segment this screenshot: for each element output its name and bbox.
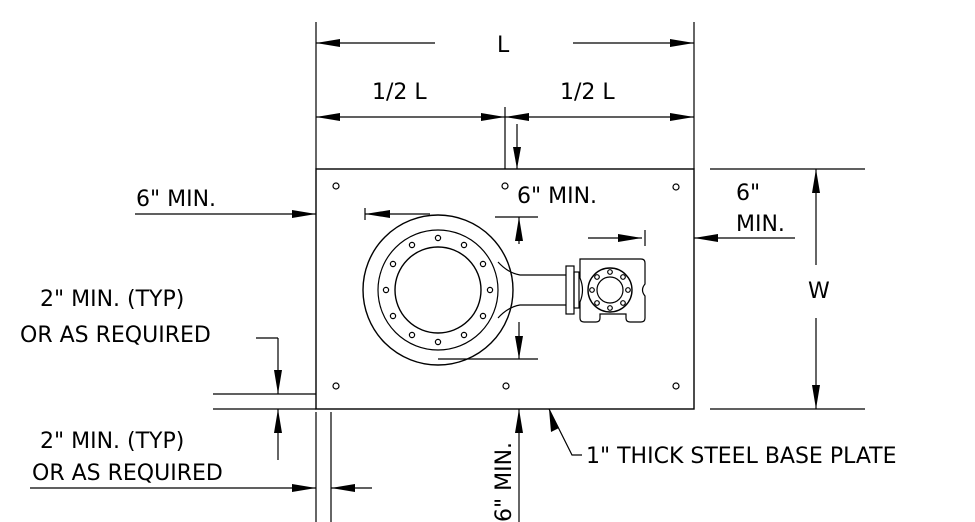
label-right-clearance-line1: 6" [736,181,760,206]
dimension-overall-length [315,22,695,169]
actuator-ring-inner [596,276,624,304]
actuator-bolt-holes [589,269,631,311]
actuator-body [579,258,646,323]
plate-bolt-hole [332,182,340,190]
label-bolt-inset-bottom-line1: 2" MIN. (TYP) [40,429,184,454]
flange-outer-ring [362,214,514,366]
flange-bolt-holes [382,234,494,346]
flange-bolt-hole [434,234,442,242]
label-half-length-right: 1/2 L [560,80,615,105]
dimension-bolt-inset-horizontal [30,412,372,522]
flange-bore [394,246,482,334]
flange-inner-ring [377,229,499,351]
plate-bolt-hole [672,183,680,191]
label-left-clearance: 6" MIN. [136,187,216,212]
flange-bolt-hole [479,260,487,268]
label-width: W [808,279,830,304]
dimension-bolt-inset-vertical [213,337,316,460]
dimension-half-length [316,107,694,169]
label-right-clearance-line2: MIN. [736,212,785,237]
plate-bolt-holes [332,182,680,390]
dimension-flange-vertical [438,216,538,360]
actuator-flange-face [573,271,580,309]
flange-bolt-hole [382,286,390,294]
flange-bolt-hole [434,338,442,346]
flange-bolt-hole [389,312,397,320]
flange-bolt-hole [460,241,468,249]
flange-bolt-hole [460,331,468,339]
base-plate [315,168,695,410]
dimension-left-clearance [135,208,430,220]
label-top-clearance: 6" MIN. [517,184,597,209]
base-plate-note-leader [548,408,582,456]
plate-bolt-hole [501,182,509,190]
flange-bolt-hole [479,312,487,320]
label-half-length-left: 1/2 L [372,80,427,105]
dimension-bottom-clearance [515,409,523,522]
actuator-ring-outer [587,267,633,313]
plate-bolt-hole [672,382,680,390]
flange-bolt-hole [389,260,397,268]
plate-bolt-hole [332,382,340,390]
flange-bolt-hole [408,241,416,249]
flange-bolt-hole [486,286,494,294]
dimension-right-clearance [588,230,795,246]
dimension-width [710,168,865,410]
label-overall-length: L [497,33,510,58]
plate-bolt-hole [502,382,510,390]
actuator-flange [565,265,575,315]
flange-bolt-hole [408,331,416,339]
flanged-equipment [362,214,646,366]
label-base-plate-note: 1" THICK STEEL BASE PLATE [586,444,897,469]
label-bolt-inset-top-line1: 2" MIN. (TYP) [40,287,184,312]
label-bolt-inset-bottom-line2: OR AS REQUIRED [32,461,223,486]
label-bottom-clearance: 6" MIN. [492,442,517,522]
dimension-top-clearance [513,124,521,169]
label-bolt-inset-top-line2: OR AS REQUIRED [20,323,211,348]
actuator-neck [497,261,566,319]
